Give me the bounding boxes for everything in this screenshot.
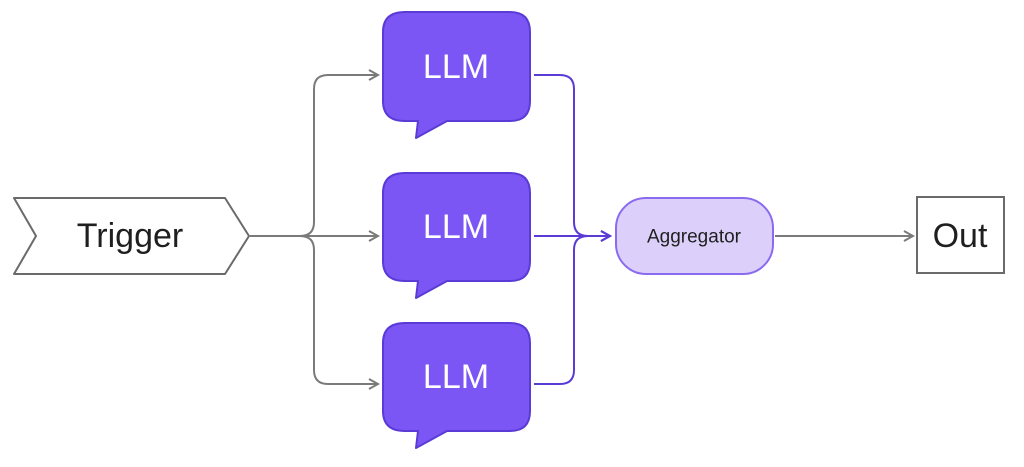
trigger-shape	[13, 197, 250, 275]
llm-bubble-shape	[382, 322, 531, 449]
trigger-edges	[250, 75, 378, 384]
llm-node-3: LLM	[382, 322, 531, 449]
aggregator-shape	[615, 197, 774, 275]
edge-trigger-to-llm-3	[250, 235, 378, 384]
out-shape	[916, 196, 1005, 274]
edge-llm-3-to-aggregator	[534, 236, 610, 385]
trigger-node: Trigger	[13, 197, 250, 275]
aggregator-label: Aggregator	[647, 227, 742, 248]
out-node: Out	[916, 196, 1005, 274]
llm-node-1: LLM	[382, 11, 531, 139]
edge-llm-1-to-aggregator	[534, 74, 610, 236]
llm-label: LLM	[423, 48, 489, 86]
aggregator-node: Aggregator	[615, 197, 774, 275]
edge-trigger-to-llm-1	[250, 75, 378, 237]
llm-bubble-shape	[382, 11, 531, 139]
out-label: Out	[933, 217, 988, 255]
llm-node-2: LLM	[382, 172, 531, 299]
llm-label: LLM	[423, 358, 489, 396]
llm-label: LLM	[423, 208, 489, 246]
llm-bubble-shape	[382, 172, 531, 299]
trigger-label: Trigger	[77, 217, 183, 255]
llm-edges	[534, 74, 610, 385]
